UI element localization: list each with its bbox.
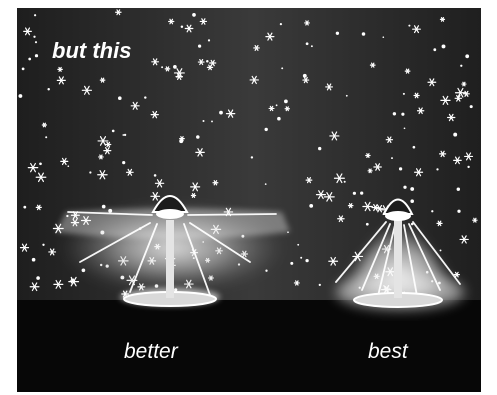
snowflake-icon (460, 65, 462, 67)
snowflake-icon (251, 156, 253, 158)
snowflake-icon (23, 206, 26, 209)
snowflake-icon (305, 259, 308, 262)
snowflake-icon (35, 54, 38, 57)
snowflake-icon (67, 165, 69, 167)
snowflake-icon (32, 258, 36, 262)
snowflake-icon (453, 133, 457, 137)
snowflake-icon (39, 162, 42, 165)
snowflake-icon (290, 262, 293, 265)
snowflake-icon (431, 210, 433, 212)
snowflake-icon (403, 186, 406, 189)
snowflake-icon (124, 134, 126, 136)
snowflake-icon (22, 68, 25, 71)
headline-text: but this (52, 40, 131, 62)
snowflake-icon (303, 74, 307, 78)
snowflake-icon (470, 105, 473, 108)
snowflake-icon (161, 66, 163, 68)
snowflake-icon (122, 134, 124, 136)
snowflake-icon (211, 120, 213, 122)
snowflake-icon (362, 32, 366, 36)
snowflake-icon (102, 205, 106, 209)
snowflake-icon (198, 44, 201, 47)
snowflake-icon (410, 187, 414, 191)
snowflake-icon (336, 32, 339, 35)
snowflake-icon (280, 23, 282, 25)
snowflake-icon (265, 183, 267, 185)
snowflake-icon (393, 112, 396, 115)
snowflake-icon (276, 104, 278, 106)
right-margin (481, 8, 497, 395)
snowflake-icon (28, 58, 31, 61)
snowflake-icon (383, 36, 385, 38)
snowflake-icon (300, 257, 302, 259)
snowflake-icon (344, 181, 346, 183)
snowflake-icon (208, 39, 210, 41)
snowflake-icon (319, 284, 321, 286)
snowflake-icon (436, 168, 438, 170)
snowflake-icon (465, 54, 469, 58)
snowflake-icon (297, 244, 299, 246)
snowflake-icon (401, 113, 404, 116)
snowflake-icon (181, 26, 183, 28)
snowflake-icon (410, 199, 414, 203)
snowflake-icon (18, 94, 22, 98)
snowflake-icon (154, 174, 157, 177)
snowflake-icon (306, 42, 309, 45)
snowflake-icon (36, 276, 40, 280)
snowflake-icon (89, 171, 91, 173)
snowflake-icon (219, 111, 223, 115)
snowflake-icon (399, 167, 402, 170)
snowflake-icon (404, 127, 406, 129)
snowflake-icon (35, 41, 37, 43)
snowflake-icon (440, 249, 442, 251)
caption-better: better (124, 341, 178, 362)
snowflake-icon (265, 128, 268, 131)
snowflake-icon (433, 48, 436, 51)
snowflake-icon (112, 130, 115, 133)
snowflake-icon (277, 117, 281, 121)
snowflake-icon (360, 191, 363, 194)
snowflake-icon (442, 44, 446, 48)
snowflake-icon (413, 146, 416, 149)
snowflake-icon (391, 157, 393, 159)
caption-best: best (368, 341, 408, 362)
ground (17, 300, 489, 392)
snowflake-icon (206, 60, 209, 63)
snowflake-icon (467, 166, 469, 168)
snowflake-icon (33, 36, 35, 38)
snowflake-icon (353, 192, 356, 195)
snowflake-icon (346, 95, 348, 97)
snowflake-icon (408, 25, 410, 27)
snowflake-icon (311, 45, 313, 47)
snowflake-icon (42, 244, 44, 246)
snowflake-icon (45, 136, 47, 138)
snowflake-icon (118, 96, 122, 100)
snowflake-icon (173, 65, 177, 69)
snowflake-icon (318, 147, 321, 150)
snowflake-icon (457, 187, 460, 190)
snowflake-icon (202, 120, 204, 122)
snowflake-icon (403, 93, 405, 95)
snowflake-icon (47, 88, 49, 90)
snowflake-icon (144, 96, 146, 98)
snowflake-icon (284, 100, 288, 104)
snowflake-icon (281, 67, 283, 69)
snowflake-icon (309, 204, 313, 208)
snowflake-icon (366, 223, 369, 226)
snowflake-icon (457, 210, 460, 213)
snowflake-icon (122, 161, 125, 164)
snowflake-icon (192, 13, 196, 17)
snowflake-icon (196, 135, 200, 139)
snowflake-icon (34, 14, 36, 16)
